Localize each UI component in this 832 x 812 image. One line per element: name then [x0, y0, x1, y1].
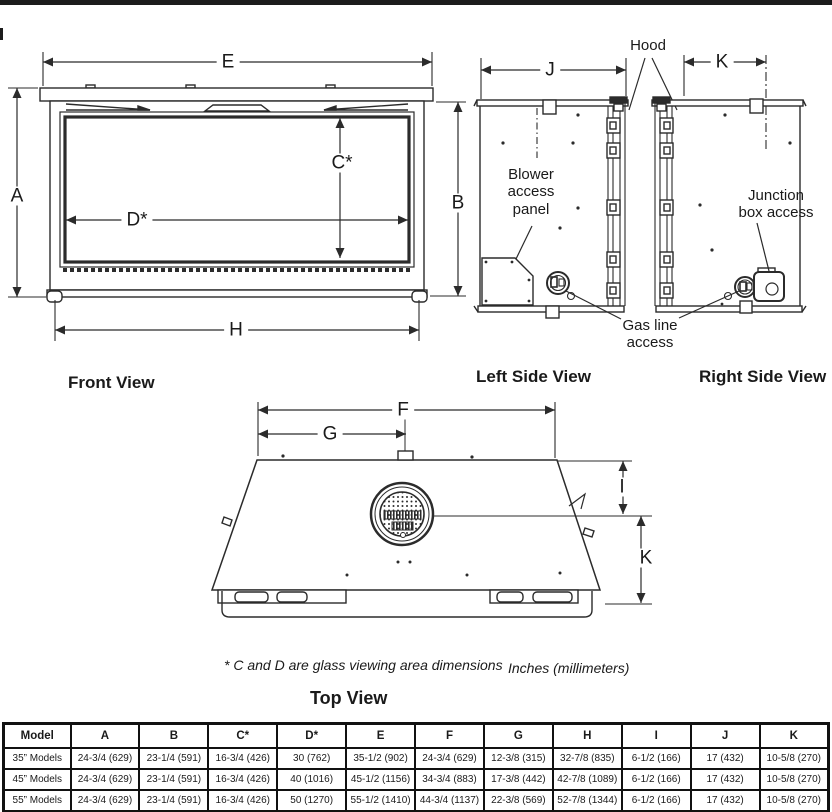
dimension-value-cell: 6-1/2 (166) [620, 789, 692, 812]
table-header-row: Model A B C* D* E F G H I J K [2, 722, 830, 749]
front-view-drawing [8, 52, 466, 341]
dimension-value-cell: 24-3/4 (629) [69, 768, 141, 791]
dimension-value-cell: 12-3/8 (315) [482, 747, 554, 770]
model-cell: 35” Models [2, 747, 72, 770]
dimension-value-cell: 34-3/4 (883) [414, 768, 485, 791]
dimension-value-cell: 24-3/4 (629) [69, 747, 141, 770]
header-f: F [414, 722, 485, 749]
dim-label-g: G [317, 424, 343, 444]
dim-label-f: F [392, 400, 414, 420]
left-side-view-drawing [473, 58, 629, 320]
hood-label-text: Hood [630, 37, 666, 54]
dimension-value-cell: 24-3/4 (629) [414, 747, 485, 770]
header-i: I [620, 722, 692, 749]
hood-label: Hood [630, 37, 666, 54]
dimension-value-cell: 50 (1270) [276, 789, 348, 812]
left-side-view-title: Left Side View [476, 367, 591, 386]
gas-line-access-label: Gas line access [622, 317, 677, 352]
header-d: D* [276, 722, 348, 749]
dimension-value-cell: 30 (762) [276, 747, 348, 770]
technical-drawing [8, 52, 807, 618]
model-cell: 55” Models [2, 789, 72, 812]
right-side-view-title: Right Side View [699, 367, 827, 386]
header-b: B [138, 722, 210, 749]
dimension-value-cell: 17 (432) [689, 789, 761, 812]
top-view-drawing [210, 402, 652, 618]
gas-label-line2: access [626, 334, 674, 352]
header-g: G [482, 722, 554, 749]
dimension-value-cell: 10-5/8 (270) [758, 789, 830, 812]
dimension-spec-table: Model A B C* D* E F G H I J K 35” Models… [2, 722, 830, 812]
dim-label-k-side: K [710, 52, 734, 72]
dimension-value-cell: 23-1/4 (591) [138, 768, 210, 791]
dimension-value-cell: 16-3/4 (426) [207, 768, 279, 791]
dimension-value-cell: 17-3/8 (442) [482, 768, 554, 791]
dim-label-i: I [614, 477, 630, 497]
header-h: H [551, 722, 623, 749]
dimension-value-cell: 17 (432) [689, 768, 761, 791]
left-edge-artifact [0, 28, 3, 40]
header-j: J [689, 722, 761, 749]
header-c: C* [207, 722, 279, 749]
gas-label-line1: Gas line [622, 317, 678, 334]
units-note: Inches (millimeters) [508, 660, 630, 676]
dimension-value-cell: 6-1/2 (166) [620, 768, 692, 791]
junction-label-line1: Junction [748, 187, 804, 204]
dimension-value-cell: 24-3/4 (629) [69, 789, 141, 812]
dimension-value-cell: 42-7/8 (1089) [551, 768, 623, 791]
top-border-bar [0, 0, 832, 5]
dimension-value-cell: 22-3/8 (569) [482, 789, 554, 812]
dimension-value-cell: 44-3/4 (1137) [414, 789, 485, 812]
right-side-view-drawing [651, 55, 807, 319]
header-model: Model [2, 722, 72, 749]
dimension-value-cell: 45-1/2 (1156) [345, 768, 417, 791]
dimension-value-cell: 23-1/4 (591) [138, 747, 210, 770]
blower-label-line2: access [507, 183, 555, 201]
dimension-value-cell: 6-1/2 (166) [620, 747, 692, 770]
model-cell: 45” Models [2, 768, 72, 791]
dimension-value-cell: 35-1/2 (902) [345, 747, 417, 770]
dimension-value-cell: 16-3/4 (426) [207, 747, 279, 770]
dimension-value-cell: 52-7/8 (1344) [551, 789, 623, 812]
blower-label-line1: Blower [508, 166, 554, 183]
dim-label-k-top: K [634, 548, 658, 568]
top-view-title: Top View [310, 688, 388, 708]
dimension-value-cell: 32-7/8 (835) [551, 747, 623, 770]
dimension-value-cell: 55-1/2 (1410) [345, 789, 417, 812]
dimension-value-cell: 10-5/8 (270) [758, 747, 830, 770]
header-e: E [345, 722, 417, 749]
header-k: K [758, 722, 830, 749]
junction-label-line2: box access [738, 204, 814, 222]
dimension-value-cell: 16-3/4 (426) [207, 789, 279, 812]
dim-label-a: A [5, 186, 29, 206]
dimension-value-cell: 40 (1016) [276, 768, 348, 791]
dim-label-h: H [224, 320, 248, 340]
blower-label-line3: panel [512, 200, 550, 218]
dim-label-d: D* [121, 210, 153, 230]
dim-label-c: C* [326, 153, 358, 173]
junction-box-access-label: Junction box access [738, 187, 813, 222]
dim-label-e: E [216, 52, 240, 72]
blower-access-panel-label: Blower access panel [508, 166, 555, 218]
header-a: A [69, 722, 141, 749]
dim-label-b: B [446, 193, 470, 213]
dimension-value-cell: 10-5/8 (270) [758, 768, 830, 791]
front-view-title: Front View [68, 373, 155, 392]
dim-label-j: J [540, 60, 560, 80]
glass-dimensions-note: * C and D are glass viewing area dimensi… [224, 657, 503, 673]
dimension-value-cell: 23-1/4 (591) [138, 789, 210, 812]
dimension-value-cell: 17 (432) [689, 747, 761, 770]
